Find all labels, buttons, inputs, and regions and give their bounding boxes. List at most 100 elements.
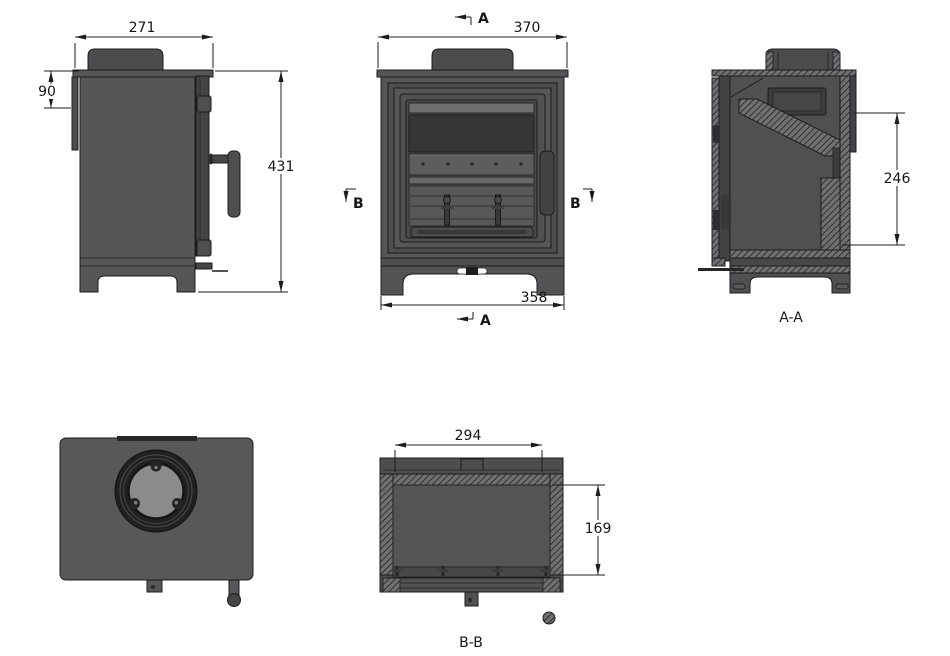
mid-bar — [408, 176, 535, 185]
top-view — [59, 436, 254, 607]
legs-section — [729, 272, 851, 294]
section-b-left-label: B — [353, 196, 364, 212]
dimension-flue-offset: 90 — [37, 70, 79, 109]
front-view: 370 358 A A B B — [343, 11, 595, 329]
air-slider-knob — [466, 267, 478, 275]
blanking-plate — [127, 462, 185, 520]
door-handle — [227, 150, 241, 218]
flue-collar — [431, 48, 514, 71]
base-legs — [380, 265, 565, 296]
top-plate — [72, 69, 214, 78]
section-marker-a-top: A — [455, 11, 489, 27]
liner-clips — [391, 566, 552, 576]
rear-edge-strip — [117, 436, 197, 441]
riddling-rod — [698, 268, 744, 271]
section-a-top-label: A — [478, 11, 489, 27]
dim-text-mask — [37, 84, 58, 99]
dimension-depth: 271 — [74, 20, 214, 68]
base-layer-1 — [729, 249, 851, 259]
section-bb-view: 294 169 B-B — [379, 428, 614, 651]
collar-wall-right — [832, 51, 841, 71]
dimension-firebox-height: 246 — [842, 112, 913, 246]
bolt-boss — [129, 498, 140, 509]
dim-text-mask — [582, 520, 614, 536]
top-plate — [376, 69, 569, 78]
flue-collar-section — [765, 48, 841, 71]
tab-hole — [150, 585, 156, 589]
section-marker-b-right: B — [570, 188, 595, 212]
section-aa-title: A-A — [779, 310, 803, 326]
hinge-blob-top — [713, 125, 719, 143]
dim-depth-label: 271 — [129, 20, 156, 36]
hinge-bottom — [196, 239, 212, 257]
flue-collar-plan — [114, 449, 198, 533]
rear-flue-blank — [71, 76, 79, 151]
door-section-slab — [718, 75, 731, 262]
section-marker-b-left: B — [343, 188, 364, 212]
base-layer-2 — [729, 257, 851, 267]
plinth — [380, 257, 565, 267]
dim-flue-offset-label: 90 — [38, 84, 56, 100]
firebox-interior — [392, 484, 551, 568]
door-strip-hatch-left — [382, 577, 401, 593]
side-view: 271 90 431 — [37, 20, 297, 293]
dim-firebox-height-label: 246 — [884, 171, 911, 187]
collar-wall-left — [765, 51, 774, 71]
door-strip-hatch-right — [542, 577, 561, 593]
top-tab-section — [460, 458, 484, 471]
door-glass — [408, 114, 535, 153]
door-latch-right — [491, 194, 505, 226]
base-layer-3 — [729, 265, 851, 274]
dimension-width-top: 370 — [377, 20, 568, 68]
foot-right — [835, 283, 849, 290]
bolt-boss — [172, 498, 183, 509]
smoke-chamber-line — [730, 77, 764, 98]
door-strip-section — [382, 577, 561, 593]
front-wall-hatch — [382, 473, 561, 486]
dim-width-base-label: 358 — [521, 290, 548, 306]
door-section-hatch — [711, 77, 720, 260]
hinge-top — [196, 95, 212, 113]
dim-height-label: 431 — [268, 159, 295, 175]
handle-section — [542, 611, 556, 625]
section-b-right-label: B — [570, 196, 581, 212]
left-wall-hatch — [379, 473, 394, 576]
dim-text-mask — [881, 170, 913, 186]
dimension-height: 431 — [198, 70, 297, 293]
glass-top-bar — [408, 102, 535, 114]
foot-left — [732, 283, 746, 290]
door-glass-section — [721, 195, 729, 230]
right-outer-lip — [849, 75, 857, 153]
handle-rod — [211, 154, 231, 164]
section-aa-view: 246 A-A — [698, 48, 913, 326]
front-base-block — [711, 257, 726, 267]
stove-body — [79, 76, 196, 293]
door-latch-left — [440, 194, 454, 226]
section-bb-title: B-B — [459, 635, 483, 651]
flue-collar — [87, 48, 164, 71]
air-holes — [421, 162, 523, 166]
clip-row — [392, 566, 551, 578]
bolt-boss — [150, 460, 162, 472]
vermiculite-liner — [820, 177, 841, 253]
dimension-width-base: 358 — [380, 290, 565, 310]
rear-wall — [839, 75, 851, 274]
ash-lip — [195, 262, 213, 270]
right-wall-hatch — [549, 473, 564, 576]
secondary-air-box-inner — [772, 91, 822, 112]
tab-hole — [468, 597, 472, 603]
door-handle — [539, 150, 555, 216]
top-plate-section — [711, 69, 857, 77]
rear-duct — [832, 147, 841, 179]
section-marker-a-bottom: A — [457, 312, 491, 329]
dim-firebox-width-label: 294 — [455, 428, 482, 444]
dim-firebox-depth-label: 169 — [585, 521, 612, 537]
section-a-bottom-label: A — [480, 313, 491, 329]
dimension-firebox-depth: 169 — [550, 484, 614, 576]
bottom-lip-slot — [417, 230, 527, 234]
dim-width-top-label: 370 — [514, 20, 541, 36]
dimension-firebox-width: 294 — [394, 428, 543, 472]
dim-text-mask — [265, 158, 297, 174]
